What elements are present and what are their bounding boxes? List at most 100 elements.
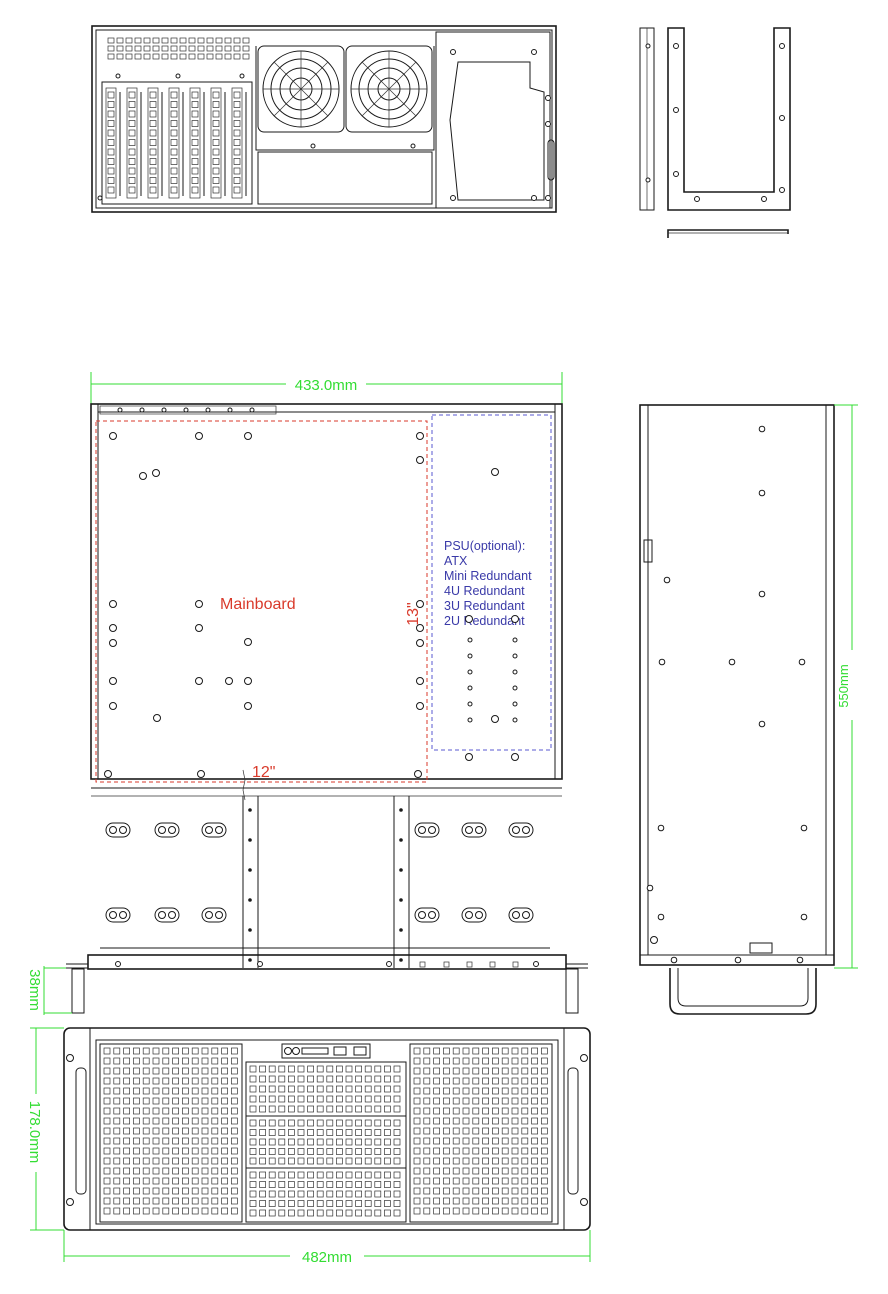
- vent-hole: [501, 1107, 509, 1115]
- slot-vent: [212, 91, 220, 99]
- vent-hole: [221, 1137, 228, 1145]
- vent-hole: [345, 1157, 353, 1165]
- bracket-rivet: [248, 928, 252, 932]
- vent-hole: [521, 1157, 529, 1165]
- vent-hole: [249, 1138, 257, 1146]
- vent-hole: [172, 1197, 179, 1205]
- vent-hole: [531, 1067, 538, 1075]
- vent-hole: [482, 1117, 489, 1125]
- vent-hole: [288, 1190, 295, 1198]
- vent-hole: [355, 1148, 362, 1155]
- vent-hole: [443, 1157, 450, 1165]
- vent-hole: [201, 1157, 209, 1165]
- vent-hole: [152, 1107, 160, 1115]
- vent-hole: [188, 45, 196, 52]
- vent-hole: [393, 1200, 401, 1207]
- vent-hole: [162, 1187, 170, 1195]
- vent-hole: [297, 1157, 305, 1165]
- vent-hole: [413, 1197, 421, 1205]
- vent-hole: [162, 1207, 170, 1215]
- vent-hole: [221, 1187, 228, 1195]
- vent-hole: [307, 1105, 314, 1113]
- vent-hole: [336, 1190, 343, 1198]
- slot-screw: [183, 407, 189, 413]
- vent-hole: [413, 1147, 421, 1155]
- vent-hole: [221, 1177, 228, 1185]
- vent-hole: [492, 1137, 499, 1145]
- vent-hole: [462, 1137, 470, 1145]
- vent-hole: [172, 1067, 179, 1075]
- drive-mount-slot: [105, 907, 131, 923]
- vent-hole: [433, 1197, 440, 1205]
- vent-hole: [326, 1129, 334, 1136]
- vent-hole: [374, 1105, 382, 1113]
- vent-hole: [307, 1148, 314, 1155]
- vent-hole: [297, 1200, 305, 1207]
- vent-hole: [288, 1171, 295, 1179]
- vent-hole: [133, 1197, 140, 1205]
- bracket-rivet: [248, 958, 252, 962]
- slot-vent: [149, 186, 157, 194]
- vent-hole: [452, 1137, 460, 1145]
- vent-hole: [233, 37, 241, 44]
- vent-hole: [531, 1087, 538, 1095]
- vent-hole: [413, 1207, 421, 1215]
- vent-hole: [393, 1157, 401, 1165]
- standoff-hole: [244, 702, 252, 710]
- vent-hole: [116, 53, 124, 60]
- vent-hole: [326, 1138, 334, 1146]
- vent-hole: [316, 1075, 324, 1083]
- vent-hole: [472, 1117, 480, 1125]
- vent-hole: [393, 1138, 401, 1146]
- vent-hole: [307, 1129, 314, 1136]
- vent-hole: [133, 1147, 140, 1155]
- vent-hole: [182, 1077, 189, 1085]
- vent-hole: [143, 45, 151, 52]
- vent-hole: [249, 1095, 257, 1103]
- vent-hole: [393, 1085, 401, 1093]
- vent-hole: [443, 1147, 450, 1155]
- vent-hole: [249, 1171, 257, 1179]
- vent-hole: [103, 1137, 111, 1145]
- vent-hole: [531, 1107, 538, 1115]
- vent-hole: [452, 1047, 460, 1055]
- vent-hole: [501, 1057, 509, 1065]
- vent-hole: [288, 1119, 295, 1127]
- vent-hole: [413, 1157, 421, 1165]
- slot-vent: [191, 186, 199, 194]
- vent-hole: [443, 1087, 450, 1095]
- vent-hole: [233, 45, 241, 52]
- slot-vent: [107, 91, 115, 99]
- vent-hole: [531, 1147, 538, 1155]
- vent-hole: [161, 37, 169, 44]
- vent-hole: [413, 1087, 421, 1095]
- vent-hole: [201, 1117, 209, 1125]
- vent-hole: [413, 1117, 421, 1125]
- vent-hole: [182, 1197, 189, 1205]
- vent-hole: [462, 1047, 470, 1055]
- vent-hole: [345, 1065, 353, 1073]
- vent-hole: [374, 1171, 382, 1179]
- slot-vent: [191, 129, 199, 137]
- vent-hole: [472, 1137, 480, 1145]
- slot-cover: [168, 87, 180, 199]
- vent-hole: [259, 1171, 266, 1179]
- vent-hole: [541, 1117, 548, 1125]
- rail-slot: [466, 961, 473, 968]
- standoff-hole: [244, 432, 252, 440]
- vent-hole: [133, 1167, 140, 1175]
- vent-hole: [113, 1177, 121, 1185]
- side-screw: [796, 956, 804, 964]
- vent-hole: [374, 1085, 382, 1093]
- vent-hole: [179, 37, 187, 44]
- vent-hole: [191, 1087, 199, 1095]
- vent-hole: [231, 1157, 238, 1165]
- vent-hole: [133, 1067, 140, 1075]
- vent-hole: [297, 1119, 305, 1127]
- slot-screw: [227, 407, 233, 413]
- vent-hole: [355, 1200, 362, 1207]
- vent-hole: [521, 1127, 529, 1135]
- vent-hole: [278, 1157, 286, 1165]
- vent-hole: [201, 1177, 209, 1185]
- drive-mount-hole: [205, 826, 213, 834]
